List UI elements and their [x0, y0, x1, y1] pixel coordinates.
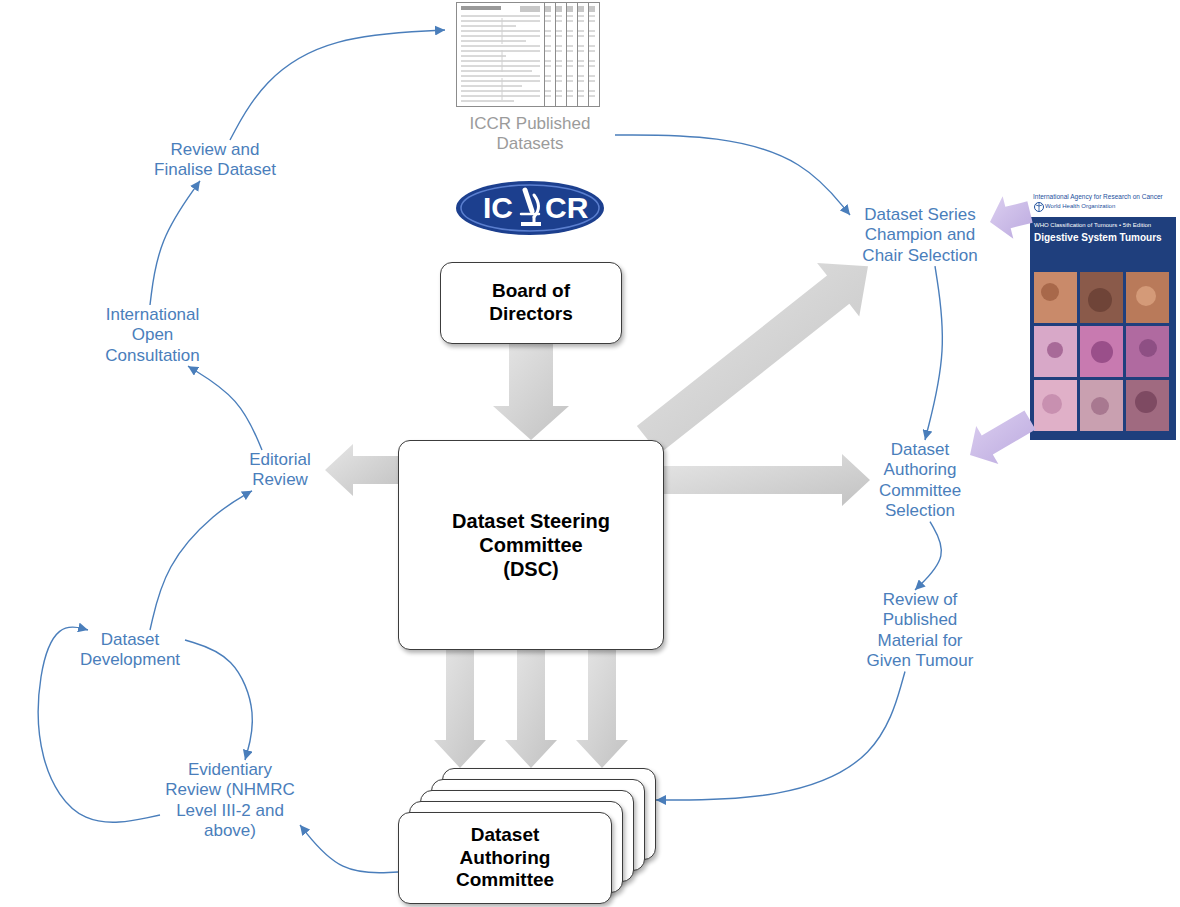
- block-arrow: [325, 444, 398, 496]
- who-book-cover: [1041, 283, 1059, 301]
- box-title: Dataset Steering Committee (DSC): [451, 509, 612, 581]
- step-label-node: Review and Finalise Dataset: [150, 140, 280, 181]
- cover-text: WHO Classification of Tumours • 5th Edit…: [1034, 222, 1172, 229]
- box-text-holder: Dataset Steering Committee (DSC): [451, 509, 612, 581]
- flow-arrow: [915, 522, 941, 590]
- cover-text: World Health Organization: [1045, 203, 1173, 210]
- logo-badge: IC CR: [455, 180, 605, 236]
- flow-arrow: [656, 672, 905, 800]
- who-book-cover: [1080, 380, 1123, 431]
- flow-arrow: [925, 266, 942, 440]
- block-arrow: [637, 263, 868, 454]
- dataset-documents-stack: [457, 3, 600, 107]
- who-book-cover: [1034, 380, 1077, 431]
- flow-arrow: [300, 825, 398, 873]
- block-arrow: [434, 650, 486, 768]
- who-book-cover: [1036, 203, 1042, 211]
- step-label: International Open Consultation: [100, 305, 205, 366]
- dataset-documents-stack: [457, 3, 545, 107]
- who-book-cover: [1091, 341, 1113, 363]
- step-label-node: Dataset Authoring Committee Selection: [870, 440, 970, 522]
- step-label: Review of Published Material for Given T…: [861, 590, 979, 672]
- rounded-box: Dataset Steering Committee (DSC): [398, 440, 664, 650]
- who-book-cover: [1034, 272, 1077, 323]
- cover-text: International Agency for Research on Can…: [1033, 193, 1173, 201]
- who-book-cover: [1139, 339, 1157, 357]
- logo-letters: CR: [545, 193, 588, 223]
- flow-arrow: [188, 366, 262, 450]
- published-datasets-node: ICCR Published Datasets: [445, 0, 615, 155]
- block-arrow: [664, 454, 870, 506]
- book-cover-node: International Agency for Research on Can…: [1030, 190, 1176, 440]
- who-book-cover: [1030, 190, 1176, 440]
- who-book-cover: [1126, 272, 1169, 323]
- who-book-cover: [1034, 326, 1077, 377]
- who-book-cover: [1136, 286, 1156, 306]
- step-label-node: Dataset Series Champion and Chair Select…: [850, 205, 990, 266]
- who-book-cover: [1042, 394, 1062, 414]
- flow-arrow: [230, 30, 445, 140]
- who-book-cover: [1135, 391, 1157, 413]
- block-arrow: [493, 344, 569, 440]
- step-label: Dataset Series Champion and Chair Select…: [850, 205, 990, 266]
- box-text-holder: Board of Directors: [471, 280, 591, 326]
- step-label-node: Evidentiary Review (NHMRC Level III-2 an…: [160, 760, 300, 842]
- who-book-cover: [1080, 326, 1123, 377]
- who-book-cover: [1030, 190, 1176, 440]
- logo-letters: IC: [483, 193, 513, 223]
- step-label-node: Review of Published Material for Given T…: [861, 590, 979, 672]
- block-arrow: [505, 650, 557, 768]
- flow-arrow: [185, 640, 252, 760]
- who-book-cover: [1126, 380, 1169, 431]
- who-book-cover: [1080, 272, 1123, 323]
- front-box: Dataset Authoring Committee: [398, 812, 612, 904]
- who-book-cover: [1126, 326, 1169, 377]
- input-block-arrow: [970, 410, 1036, 463]
- who-book-cover: [1047, 342, 1063, 358]
- step-label: Evidentiary Review (NHMRC Level III-2 an…: [160, 760, 300, 842]
- rounded-box: Board of Directors: [440, 262, 622, 344]
- block-arrow: [576, 650, 628, 768]
- who-book-cover: [1091, 397, 1109, 415]
- box-text-holder: Dataset Authoring Committee: [455, 824, 555, 892]
- box-title: Dataset Authoring Committee: [455, 824, 555, 892]
- who-book-cover: [1035, 203, 1044, 212]
- step-label-node: Dataset Development: [75, 630, 185, 671]
- who-book-cover: [1030, 190, 1176, 217]
- flow-arrow: [150, 181, 200, 305]
- microscope-icon: [521, 190, 541, 226]
- who-book-cover: [1088, 288, 1112, 312]
- step-label: Dataset Development: [75, 630, 185, 671]
- connectors: [38, 30, 1035, 873]
- step-label: Editorial Review: [235, 450, 325, 491]
- input-block-arrow: [990, 196, 1033, 239]
- step-label: Review and Finalise Dataset: [150, 140, 280, 181]
- step-label: Dataset Authoring Committee Selection: [870, 440, 970, 522]
- cover-text: Digestive System Tumours: [1034, 232, 1172, 244]
- flow-arrow: [150, 491, 252, 630]
- step-label-node: Editorial Review: [235, 450, 325, 491]
- flow-arrow: [615, 135, 850, 215]
- step-label-node: International Open Consultation: [100, 305, 205, 366]
- box-title: Board of Directors: [471, 280, 591, 326]
- stacked-box-node: Dataset Authoring Committee: [398, 768, 656, 904]
- output-label: ICCR Published Datasets: [445, 114, 615, 155]
